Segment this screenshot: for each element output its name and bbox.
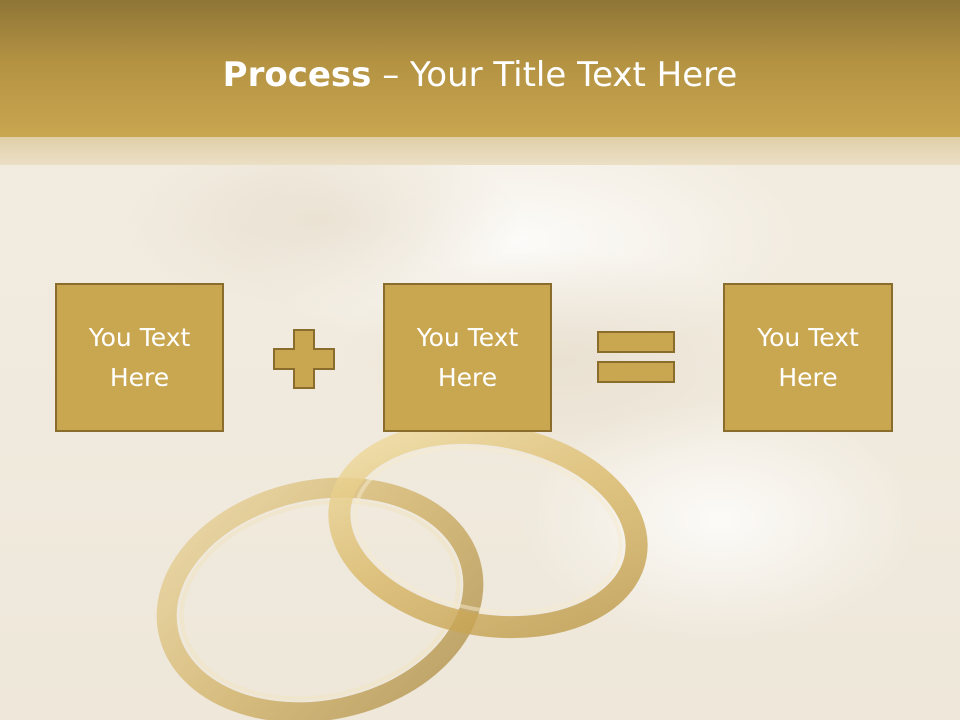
title-bar-strip	[0, 137, 960, 165]
title-bold: Process	[222, 55, 372, 95]
title-rest: Your Title Text Here	[410, 55, 738, 95]
process-box-2[interactable]: You Text Here	[383, 283, 552, 432]
plus-icon	[273, 329, 335, 389]
process-box-3[interactable]: You Text Here	[723, 283, 893, 432]
title-separator: –	[371, 55, 411, 95]
title-bar	[0, 0, 960, 137]
equals-icon	[597, 331, 675, 383]
process-box-3-text: You Text Here	[757, 322, 859, 392]
process-box-1[interactable]: You Text Here	[55, 283, 224, 432]
process-box-2-text: You Text Here	[416, 322, 519, 392]
slide-title[interactable]: Process – Your Title Text Here	[0, 52, 960, 98]
process-box-1-text: You Text Here	[88, 322, 191, 392]
